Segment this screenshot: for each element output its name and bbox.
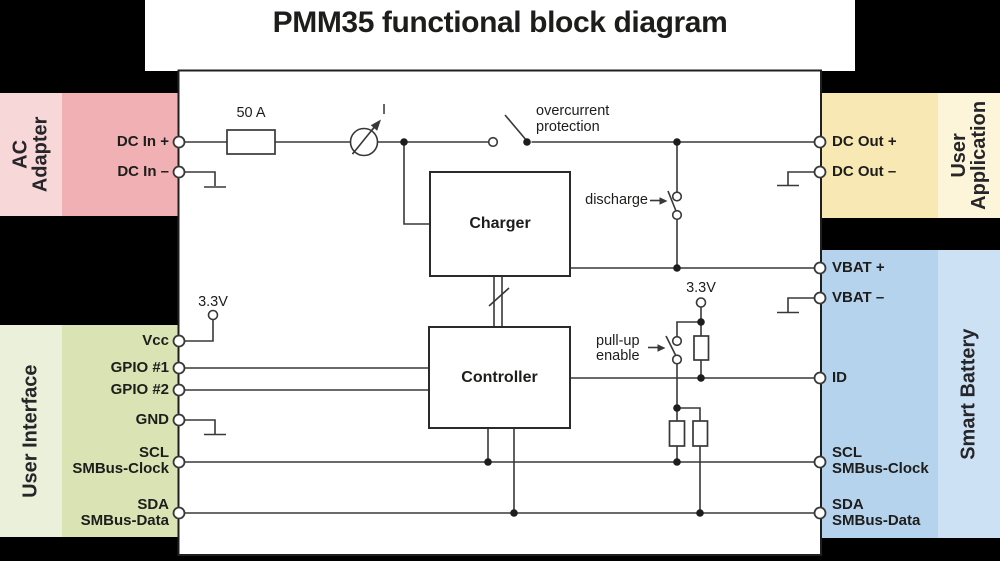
title-band: PMM35 functional block diagram [145,0,855,71]
page-title: PMM35 functional block diagram [272,6,728,39]
panel-user-application-title: User Application [947,101,991,210]
panel-user-interface: User Interface [0,325,178,537]
panel-smart-battery-title: Smart Battery [957,328,980,460]
panel-ac-adapter-title: AC Adapter [9,116,53,193]
panel-user-interface-title: User Interface [19,364,42,498]
diagram-area [178,70,821,555]
panel-user-application: User Application [821,93,1000,218]
panel-ac-adapter: AC Adapter [0,93,178,216]
panel-smart-battery: Smart Battery [821,250,1000,538]
panel-user-interface-titlestrip: User Interface [0,325,62,537]
panel-user-application-titlestrip: User Application [938,93,1000,218]
panel-smart-battery-titlestrip: Smart Battery [938,250,1000,538]
controller-label: Controller [461,368,538,386]
panel-ac-adapter-titlestrip: AC Adapter [0,93,62,216]
charger-label: Charger [469,215,531,232]
